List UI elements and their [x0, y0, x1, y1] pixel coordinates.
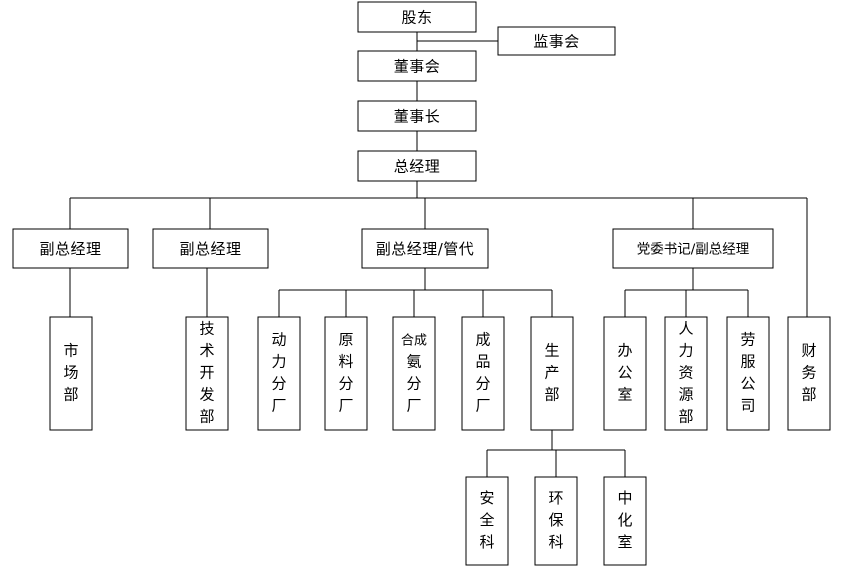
node-deputy-gm-qmr[interactable]: 副总经理/管代 [361, 228, 489, 269]
node-label-tech-dev-dept: 技术开发部 [199, 320, 214, 426]
node-box-ammonia-plant[interactable] [392, 316, 436, 431]
node-party-secretary[interactable]: 党委书记/副总经理 [612, 228, 774, 269]
node-box-central-lab[interactable] [603, 476, 647, 566]
node-label-market-dept: 市场部 [63, 342, 78, 404]
node-box-finished-plant[interactable] [461, 316, 505, 431]
node-shareholders[interactable]: 股东 [357, 1, 477, 33]
node-production-dept[interactable]: 生产部 [530, 316, 574, 431]
node-label-power-plant: 动力分厂 [271, 331, 286, 415]
node-chairman[interactable]: 董事长 [357, 100, 477, 132]
node-label-office: 办公室 [617, 342, 632, 404]
connector-lines [69, 32, 808, 477]
node-labor-service-co[interactable]: 劳服公司 [726, 316, 770, 431]
node-box-shareholders[interactable] [357, 1, 477, 33]
node-label-party-secretary: 党委书记/副总经理 [637, 242, 750, 258]
node-finished-plant[interactable]: 成品分厂 [461, 316, 505, 431]
node-box-chairman[interactable] [357, 100, 477, 132]
node-hr-dept[interactable]: 人力资源部 [664, 316, 708, 431]
node-box-office[interactable] [603, 316, 647, 431]
node-box-labor-service-co[interactable] [726, 316, 770, 431]
node-box-environment-section[interactable] [534, 476, 578, 566]
node-label-chairman: 董事长 [394, 108, 441, 126]
node-market-dept[interactable]: 市场部 [49, 316, 93, 431]
node-box-general-manager[interactable] [357, 150, 477, 182]
node-label-deputy-gm-qmr: 副总经理/管代 [376, 240, 475, 258]
node-label-production-dept: 生产部 [544, 342, 559, 404]
node-box-board-directors[interactable] [357, 50, 477, 82]
node-box-power-plant[interactable] [257, 316, 301, 431]
node-power-plant[interactable]: 动力分厂 [257, 316, 301, 431]
node-raw-material-plant[interactable]: 原料分厂 [324, 316, 368, 431]
node-deputy-gm-1[interactable]: 副总经理 [12, 228, 129, 269]
node-label-environment-section: 环保科 [548, 489, 563, 551]
node-label-safety-section: 安全科 [479, 489, 494, 551]
node-label-finished-plant: 成品分厂 [475, 331, 490, 415]
node-box-tech-dev-dept[interactable] [185, 316, 229, 431]
node-central-lab[interactable]: 中化室 [603, 476, 647, 566]
node-box-finance-dept[interactable] [787, 316, 831, 431]
node-finance-dept[interactable]: 财务部 [787, 316, 831, 431]
node-box-deputy-gm-1[interactable] [12, 228, 129, 269]
node-box-party-secretary[interactable] [612, 228, 774, 269]
node-office[interactable]: 办公室 [603, 316, 647, 431]
node-label-central-lab: 中化室 [617, 489, 632, 551]
node-board-directors[interactable]: 董事会 [357, 50, 477, 82]
node-ammonia-plant[interactable]: 合成氨分厂 [392, 316, 436, 431]
node-label-board-directors: 董事会 [394, 58, 441, 76]
node-box-safety-section[interactable] [465, 476, 509, 566]
node-label-raw-material-plant: 原料分厂 [338, 331, 353, 415]
node-supervisory-board[interactable]: 监事会 [497, 26, 616, 56]
node-box-supervisory-board[interactable] [497, 26, 616, 56]
node-box-deputy-gm-2[interactable] [152, 228, 269, 269]
node-label-shareholders: 股东 [401, 9, 432, 27]
node-label-ammonia-plant: 合成氨分厂 [401, 334, 427, 415]
node-box-hr-dept[interactable] [664, 316, 708, 431]
node-environment-section[interactable]: 环保科 [534, 476, 578, 566]
node-tech-dev-dept[interactable]: 技术开发部 [185, 316, 229, 431]
node-label-labor-service-co: 劳服公司 [740, 331, 755, 415]
node-general-manager[interactable]: 总经理 [357, 150, 477, 182]
node-label-deputy-gm-1: 副总经理 [39, 240, 101, 258]
node-box-raw-material-plant[interactable] [324, 316, 368, 431]
node-box-market-dept[interactable] [49, 316, 93, 431]
node-box-production-dept[interactable] [530, 316, 574, 431]
node-label-general-manager: 总经理 [394, 158, 441, 176]
node-label-deputy-gm-2: 副总经理 [179, 240, 241, 258]
node-label-supervisory-board: 监事会 [533, 33, 580, 51]
node-label-hr-dept: 人力资源部 [678, 320, 693, 426]
node-label-finance-dept: 财务部 [801, 342, 816, 404]
node-box-deputy-gm-qmr[interactable] [361, 228, 489, 269]
node-deputy-gm-2[interactable]: 副总经理 [152, 228, 269, 269]
node-safety-section[interactable]: 安全科 [465, 476, 509, 566]
